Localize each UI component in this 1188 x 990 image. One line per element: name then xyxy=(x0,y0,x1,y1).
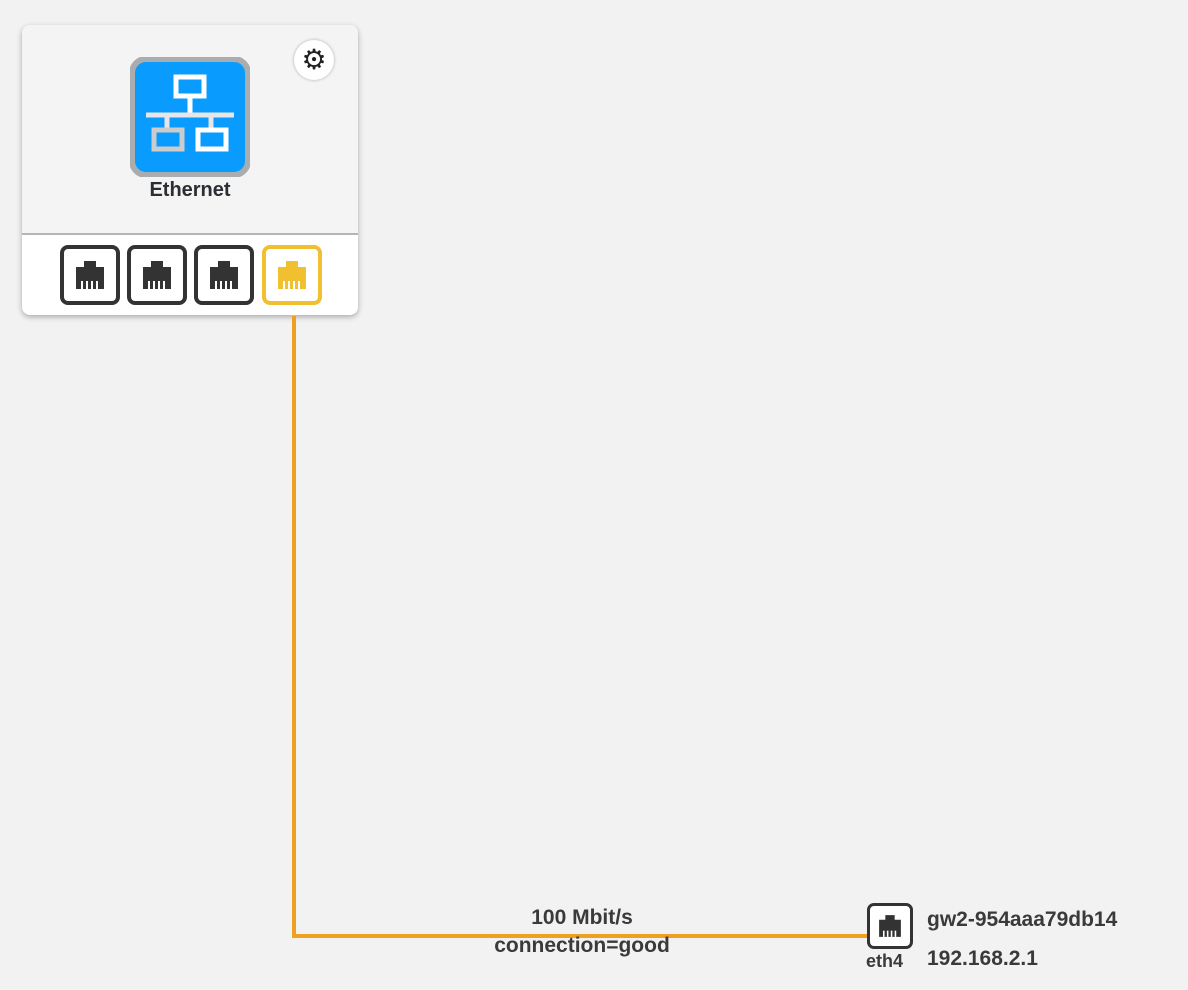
node-interface: eth4 xyxy=(866,951,904,971)
link-speed: 100 Mbit/s xyxy=(531,906,633,929)
link-wire-vertical xyxy=(292,316,296,938)
rj45-port-icon xyxy=(879,915,901,937)
link-quality: connection=good xyxy=(494,934,670,957)
ethernet-card[interactable]: Ethernet ⚙ xyxy=(22,25,358,315)
rj45-port-icon xyxy=(76,261,104,289)
ethernet-port-3[interactable] xyxy=(194,245,254,305)
gear-icon[interactable]: ⚙ xyxy=(294,40,334,80)
node-port-icon[interactable] xyxy=(867,903,913,949)
rj45-port-icon xyxy=(143,261,171,289)
ethernet-network-icon xyxy=(130,57,250,177)
link-wire-horizontal xyxy=(292,934,868,938)
ethernet-port-2[interactable] xyxy=(127,245,187,305)
ethernet-port-4-active[interactable] xyxy=(262,245,322,305)
rj45-port-icon xyxy=(278,261,306,289)
node-ip: 192.168.2.1 xyxy=(927,947,1038,970)
rj45-port-icon xyxy=(210,261,238,289)
ethernet-port-1[interactable] xyxy=(60,245,120,305)
node-name[interactable]: gw2-954aaa79db14 xyxy=(927,908,1118,931)
card-title: Ethernet xyxy=(149,179,231,201)
